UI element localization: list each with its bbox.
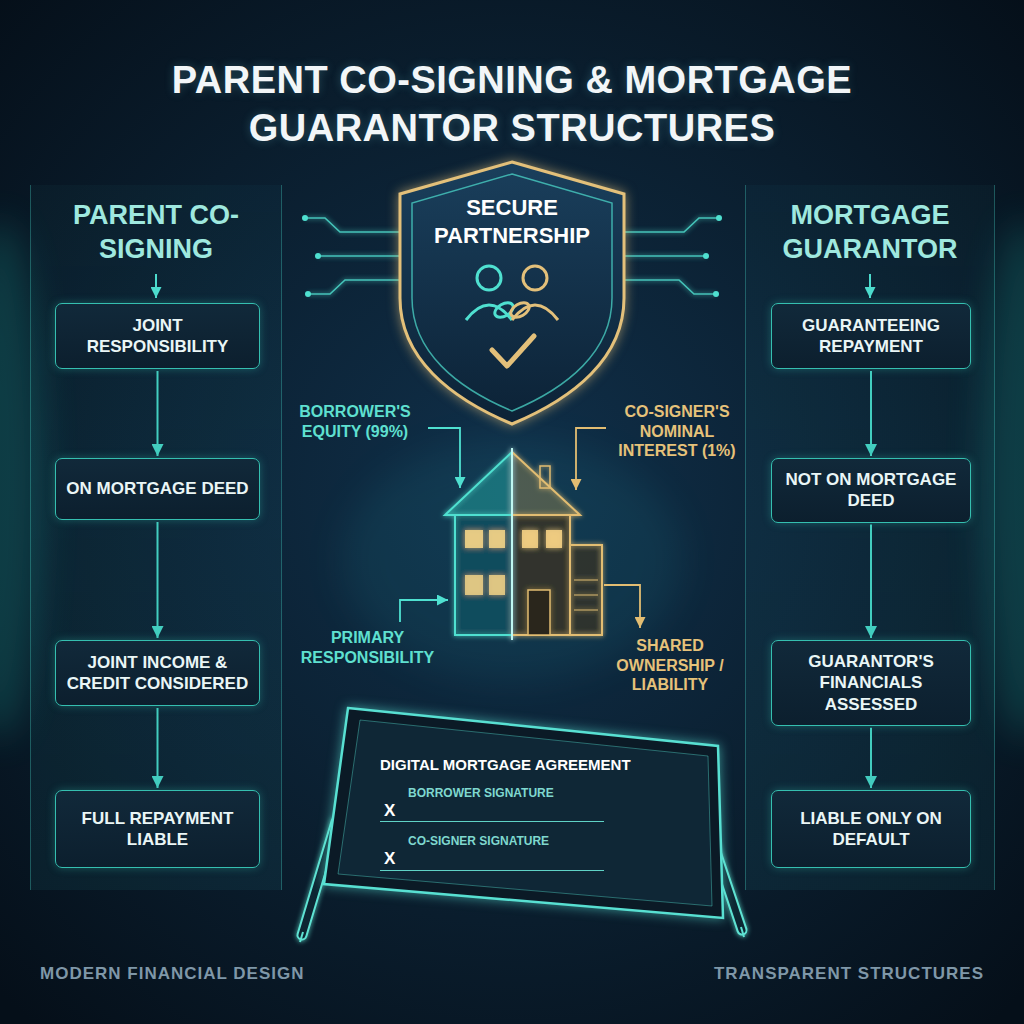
callout-label: CO-SIGNER'S NOMINAL INTEREST (1%): [610, 402, 744, 461]
process-box: NOT ON MORTGAGE DEED: [771, 458, 971, 523]
process-box: FULL REPAYMENT LIABLE: [55, 790, 260, 868]
footer-note: MODERN FINANCIAL DESIGN: [40, 964, 460, 985]
badge-label: SECURE PARTNERSHIP: [426, 194, 598, 249]
link-wire: [547, 637, 549, 716]
column-heading: PARENT CO-SIGNING: [31, 199, 281, 267]
callout-label: SHARED OWNERSHIP / LIABILITY: [600, 636, 740, 695]
document-title: DIGITAL MORTGAGE AGREEMENT: [380, 756, 658, 774]
diagram-title: PARENT CO-SIGNING & MORTGAGE GUARANTOR S…: [62, 56, 962, 153]
leader-arrow: [576, 428, 606, 490]
process-box: LIABLE ONLY ON DEFAULT: [771, 790, 971, 868]
box-label: FULL REPAYMENT LIABLE: [64, 808, 251, 851]
footer-note: TRANSPARENT STRUCTURES: [564, 964, 984, 985]
column-panel: PARENT CO-SIGNING JOINT RESPONSIBILITY ON …: [30, 185, 282, 890]
signature-label: CO-SIGNER SIGNATURE: [380, 834, 658, 849]
box-label: GUARANTOR'S FINANCIALS ASSESSED: [780, 651, 962, 715]
shield-badge: SECURE PARTNERSHIP: [392, 158, 632, 428]
box-label: JOINT RESPONSIBILITY: [64, 315, 251, 358]
process-box: GUARANTOR'S FINANCIALS ASSESSED: [771, 640, 971, 726]
signature-mark: X: [380, 801, 604, 822]
callout-label: PRIMARY RESPONSIBILITY: [290, 628, 445, 667]
link-wire: [479, 637, 481, 716]
leader-arrow: [400, 600, 448, 622]
signature-mark: X: [380, 849, 604, 870]
leader-arrow: [428, 428, 460, 488]
signature-label: BORROWER SIGNATURE: [380, 786, 658, 801]
column-heading: MORTGAGE GUARANTOR: [746, 199, 994, 267]
callout-label: BORROWER'S EQUITY (99%): [285, 402, 425, 441]
house-illustration: [445, 448, 602, 640]
tablet-document: DIGITAL MORTGAGE AGREEMENT BORROWER SIGNA…: [318, 700, 728, 925]
process-box: JOINT INCOME & CREDIT CONSIDERED: [55, 640, 260, 706]
box-label: LIABLE ONLY ON DEFAULT: [780, 808, 962, 851]
process-box: GUARANTEEING REPAYMENT: [771, 303, 971, 369]
box-label: ON MORTGAGE DEED: [64, 478, 251, 499]
process-box: JOINT RESPONSIBILITY: [55, 303, 260, 369]
box-label: NOT ON MORTGAGE DEED: [780, 469, 962, 512]
box-label: GUARANTEEING REPAYMENT: [780, 315, 962, 358]
leader-arrow: [604, 585, 640, 628]
process-box: ON MORTGAGE DEED: [55, 458, 260, 520]
box-label: JOINT INCOME & CREDIT CONSIDERED: [64, 652, 251, 695]
column-panel: MORTGAGE GUARANTOR GUARANTEEING REPAYMENT…: [745, 185, 995, 890]
